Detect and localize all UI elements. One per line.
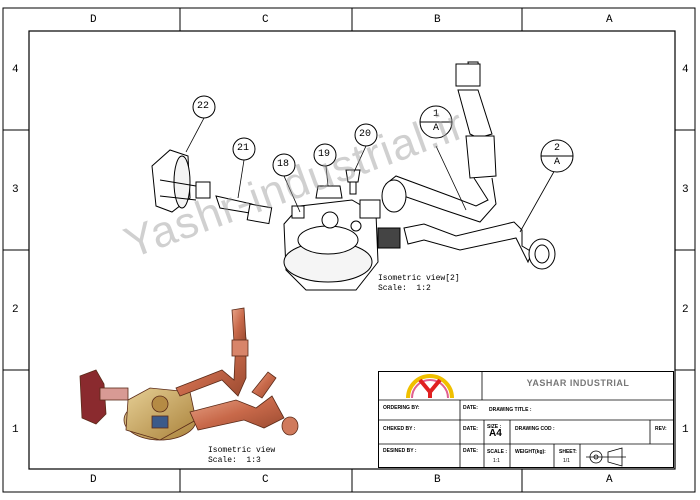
balloon-20 — [354, 123, 378, 147]
zone-bottom-d: D — [90, 474, 97, 486]
zone-bottom-b: B — [434, 474, 441, 486]
balloon-22-label: 22 — [197, 101, 210, 112]
company-name: YASHAR INDUSTRIAL — [526, 378, 630, 388]
zone-top-c: C — [262, 14, 269, 26]
sheet-value: 1/1 — [563, 458, 570, 464]
drawing-title-label: DRAWING TITLE : — [489, 407, 532, 413]
title-block: YASHAR INDUSTRIAL ORDERING BY: DATE: DRA… — [378, 371, 674, 468]
size-label: SIZE : — [487, 424, 502, 430]
balloon-19 — [313, 143, 337, 167]
scale-label: SCALE : — [487, 449, 507, 455]
sheet-label: SHEET: — [559, 449, 577, 455]
projection-symbol — [586, 447, 626, 467]
iso1-view-title: Isometric view — [208, 446, 276, 455]
balloon-21 — [232, 137, 256, 161]
balloon-1-sub-label: A — [433, 123, 440, 134]
zone-right-4: 4 — [682, 64, 689, 76]
exploded-isometric-view — [151, 61, 556, 291]
iso2-view-title: Isometric view[2] — [378, 274, 460, 283]
zone-bottom-c: C — [262, 474, 269, 486]
balloon-18 — [272, 153, 296, 177]
balloon-1-label: 1 — [433, 109, 440, 120]
company-logo — [406, 374, 454, 399]
zone-top-b: B — [434, 14, 441, 26]
rendered-isometric-view — [79, 307, 299, 441]
zone-left-4: 4 — [12, 64, 19, 76]
balloon-21-label: 21 — [237, 143, 250, 154]
zone-right-2: 2 — [682, 304, 689, 316]
zone-left-2: 2 — [12, 304, 19, 316]
balloon-2-label: 2 — [554, 143, 561, 154]
iso1-view-scale: Scale: 1:3 — [208, 456, 261, 465]
date-label-3: DATE: — [463, 448, 478, 454]
zone-top-a: A — [606, 14, 613, 26]
balloon-19-label: 19 — [318, 149, 331, 160]
zone-top-d: D — [90, 14, 97, 26]
zone-right-1: 1 — [682, 424, 689, 436]
revision-label: REV: — [655, 426, 667, 432]
zone-left-1: 1 — [12, 424, 19, 436]
balloon-2-sub-label: A — [554, 157, 561, 168]
date-label-2: DATE: — [463, 426, 478, 432]
balloon-20-label: 20 — [359, 129, 372, 140]
zone-left-3: 3 — [12, 184, 19, 196]
date-label-1: DATE: — [463, 405, 478, 411]
zone-right-3: 3 — [682, 184, 689, 196]
balloon-22 — [192, 95, 216, 119]
iso2-view-scale: Scale: 1:2 — [378, 284, 431, 293]
zone-bottom-a: A — [606, 474, 613, 486]
ordering-by-label: ORDERING BY: — [383, 405, 420, 411]
scale-value: 1:1 — [493, 458, 500, 464]
drawing-code-label: DRAWING COD : — [515, 426, 555, 432]
checked-by-label: CHEKED BY : — [383, 426, 416, 432]
size-value: A4 — [489, 428, 502, 439]
balloon-18-label: 18 — [277, 159, 290, 170]
weight-label: WEIGHT(kg): — [515, 449, 546, 455]
designed-by-label: DESINED BY : — [383, 448, 417, 454]
